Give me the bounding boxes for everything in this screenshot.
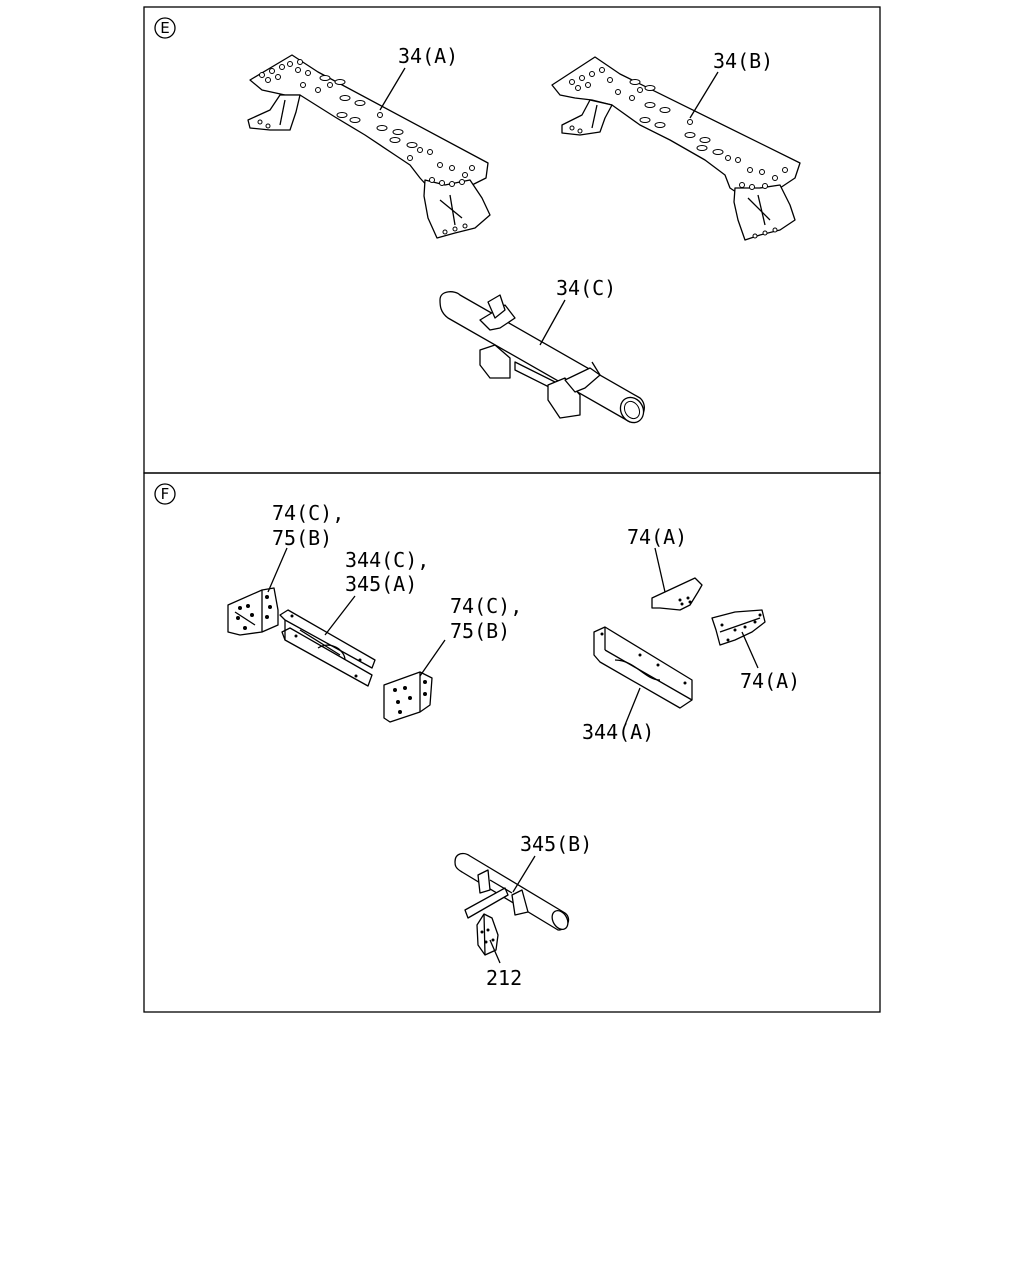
leader-212 xyxy=(489,939,501,964)
channel-344a xyxy=(593,626,693,709)
leader-74a-top xyxy=(654,547,666,593)
leader-34b xyxy=(689,71,719,119)
label-74a-right: 74(A) xyxy=(740,669,800,693)
leader-34a xyxy=(379,67,406,111)
leader-344a xyxy=(624,687,641,726)
leader-74c-75b-right xyxy=(419,639,446,677)
label-74c-left-l1: 74(C), xyxy=(272,501,344,525)
tube-345b xyxy=(454,852,570,931)
label-74a-top: 74(A) xyxy=(627,525,687,549)
crossmember-34c xyxy=(439,291,645,424)
label-34b: 34(B) xyxy=(713,49,773,73)
label-74c-right-l1: 74(C), xyxy=(450,594,522,618)
bracket-74c-75b-right xyxy=(383,671,433,723)
label-75b-right-l2: 75(B) xyxy=(450,619,510,643)
svg-text:E: E xyxy=(160,19,169,37)
label-34c: 34(C) xyxy=(556,276,616,300)
label-34a: 34(A) xyxy=(398,44,458,68)
crossmember-34a xyxy=(247,54,491,239)
bracket-212 xyxy=(476,913,499,956)
label-345a-l2: 345(A) xyxy=(345,572,417,596)
leader-74a-right xyxy=(741,631,759,669)
gusset-74a-top xyxy=(651,577,703,611)
label-345b: 345(B) xyxy=(520,832,592,856)
label-75b-left-l2: 75(B) xyxy=(272,526,332,550)
label-212: 212 xyxy=(486,966,522,990)
gusset-74a-right xyxy=(711,609,766,646)
section-f-frame xyxy=(143,472,881,1013)
leader-345b xyxy=(512,855,536,893)
svg-text:F: F xyxy=(161,485,170,503)
leader-344c-345a xyxy=(324,595,356,636)
bracket-74c-75b-left xyxy=(227,587,279,636)
section-f-marker: F xyxy=(154,483,176,505)
leader-74c-75b-left xyxy=(267,547,288,593)
crossmember-34b xyxy=(551,56,801,241)
leader-34c xyxy=(539,299,566,346)
label-344a: 344(A) xyxy=(582,720,654,744)
label-344c-l1: 344(C), xyxy=(345,548,429,572)
section-e-marker: E xyxy=(154,17,176,39)
channel-344c-345a xyxy=(279,609,376,687)
